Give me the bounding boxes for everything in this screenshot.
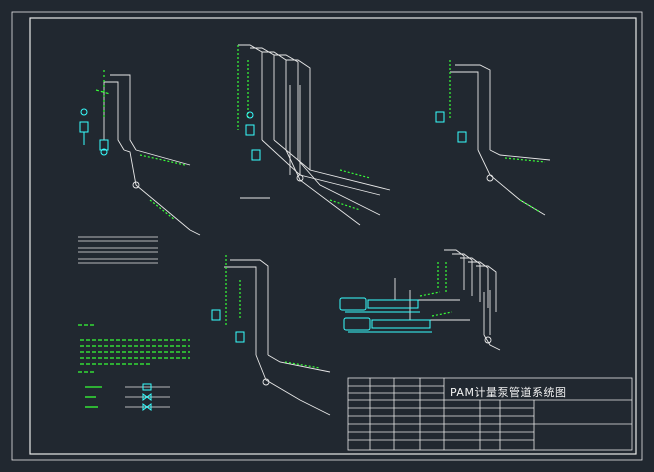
title-block xyxy=(347,377,633,451)
pump-icon xyxy=(211,309,221,321)
metering-pump-icon xyxy=(339,297,367,311)
diagram-right-middle xyxy=(437,249,501,351)
pump-icon xyxy=(235,331,245,343)
valve-legend xyxy=(85,383,170,411)
pump-skids xyxy=(339,278,470,333)
pump-icon xyxy=(457,131,467,143)
pump-icon xyxy=(251,149,261,161)
legend-left xyxy=(78,236,158,264)
notes-block xyxy=(78,324,190,373)
diagram-top-right xyxy=(435,60,551,216)
pump-icon xyxy=(79,121,89,133)
diagram-top-center xyxy=(237,44,391,226)
diagram-middle-left xyxy=(211,255,331,416)
pump-icon xyxy=(245,124,255,136)
valve-icon xyxy=(142,403,152,411)
pump-icon xyxy=(99,139,109,151)
metering-pump-icon xyxy=(343,317,371,331)
pump-icon xyxy=(435,111,445,123)
drawing-frame xyxy=(11,11,643,461)
valve-icon xyxy=(142,383,152,391)
valve-icon xyxy=(142,393,152,401)
drawing-title: PAM计量泵管道系统图 xyxy=(450,386,567,399)
diagram-top-left xyxy=(79,70,201,236)
